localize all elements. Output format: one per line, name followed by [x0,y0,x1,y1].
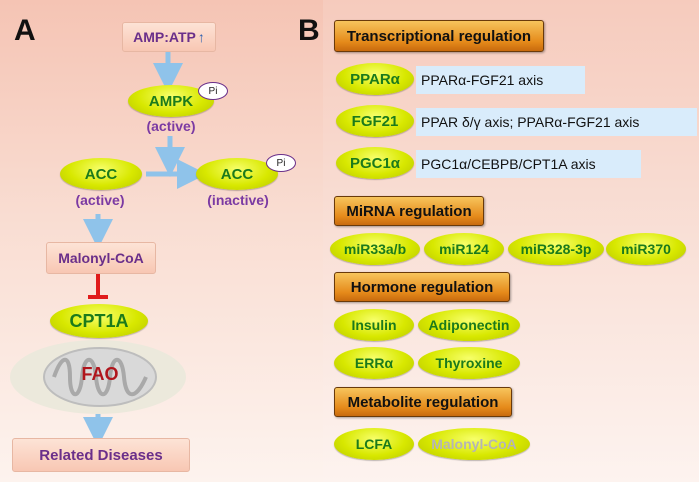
hormone-item-2: ERRα [334,347,414,379]
mirna-item-1: miR124 [424,233,504,265]
transcriptional-header: Transcriptional regulation [334,20,544,52]
metabolite-item-1: Malonyl-CoA [418,428,530,460]
axis-box-2: PPAR δ/γ axis; PPARα-FGF21 axis [416,108,697,136]
pi-acc-badge: Pi [266,154,296,172]
ampk-state: (active) [146,118,196,134]
ampk-label: AMPK [148,92,194,110]
panel-a-label: A [14,14,36,47]
acc-inactive-node: ACC [196,158,278,190]
axis-box-3: PGC1α/CEBPB/CPT1A axis [416,150,641,178]
fao-label: FAO [81,364,119,384]
mirna-header: MiRNA regulation [334,196,484,226]
diseases-label: Related Diseases [39,446,163,464]
hormone-item-1: Adiponectin [418,309,520,341]
related-diseases-box: Related Diseases [12,438,190,472]
acc-left-label: ACC [84,165,118,183]
mirna-item-3: miR370 [606,233,686,265]
factor-fgf21: FGF21 [336,105,414,137]
acc-inactive-state: (inactive) [207,192,269,208]
acc-right-label: ACC [220,165,254,183]
metabolite-header: Metabolite regulation [334,387,512,417]
hormone-item-0: Insulin [334,309,414,341]
panel-b-label: B [298,14,320,47]
malonyl-coa-box: Malonyl-CoA [46,242,156,274]
up-arrow-icon: ↑ [197,29,205,45]
factor-pgc1a: PGC1α [336,147,414,179]
mirna-item-0: miR33a/b [330,233,420,265]
amp-atp-box: AMP:ATP ↑ [122,22,216,52]
cpt1a-label: CPT1A [69,310,129,331]
hormone-header: Hormone regulation [334,272,510,302]
acc-active-node: ACC [60,158,142,190]
acc-active-state: (active) [75,192,125,208]
axis-box-1: PPARα-FGF21 axis [416,66,585,94]
factor-ppara: PPARα [336,63,414,95]
metabolite-item-0: LCFA [334,428,414,460]
mirna-item-2: miR328-3p [508,233,604,265]
pi-ampk-badge: Pi [198,82,228,100]
ampk-node: AMPK [128,85,214,117]
amp-atp-label: AMP:ATP [133,29,196,45]
cpt1a-node: CPT1A [50,304,148,338]
hormone-item-3: Thyroxine [418,347,520,379]
malonyl-label: Malonyl-CoA [58,250,144,266]
mitochondrion-icon [43,347,157,407]
pathway-arrows [83,52,207,447]
